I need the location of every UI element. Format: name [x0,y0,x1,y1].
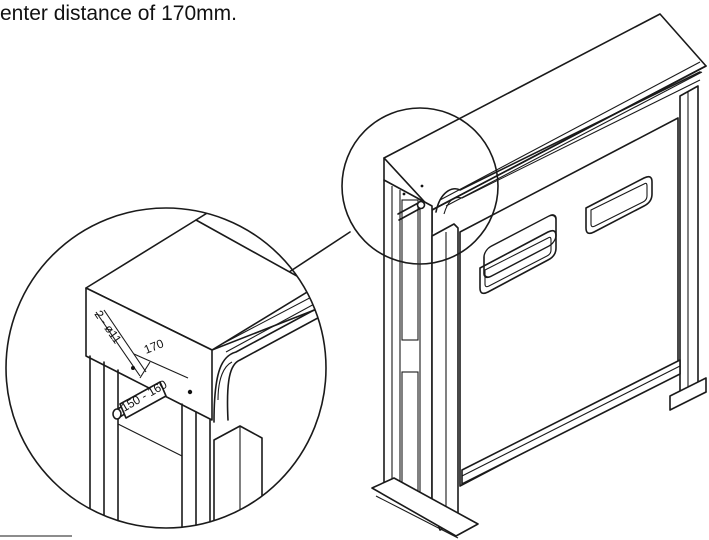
left-post [383,179,433,507]
leader-line [279,231,351,279]
right-post [679,85,699,405]
detail-view: 150 - 160 2 - ø11 170 [85,208,326,528]
detail-view-circle [5,207,327,529]
window-right [585,175,653,235]
detail-marker-circle [341,107,499,265]
bottom-beam [461,359,681,485]
side-guide [431,223,459,531]
door-assembly [341,13,707,539]
foot-plate [371,477,479,537]
caption-text: enter distance of 170mm. [0,2,237,25]
